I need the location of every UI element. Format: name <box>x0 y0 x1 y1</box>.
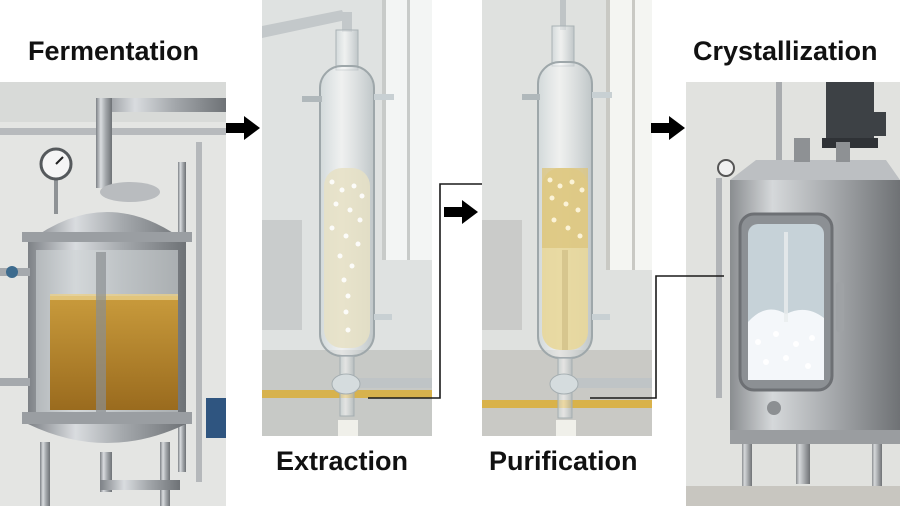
fermentation-image <box>0 82 226 506</box>
stage-label-crystallization: Crystallization <box>693 36 878 66</box>
purification-image <box>482 0 652 436</box>
arrow-right-icon <box>651 116 685 140</box>
pressure-gauge-icon <box>39 147 73 214</box>
crystallization-image <box>686 82 900 506</box>
arrow-right-icon <box>226 116 260 140</box>
arrow-right-icon <box>444 200 478 224</box>
stage-label-purification: Purification <box>489 446 638 476</box>
stage-label-extraction: Extraction <box>276 446 409 476</box>
stage-label-fermentation: Fermentation <box>28 36 200 66</box>
extraction-image <box>262 0 432 436</box>
